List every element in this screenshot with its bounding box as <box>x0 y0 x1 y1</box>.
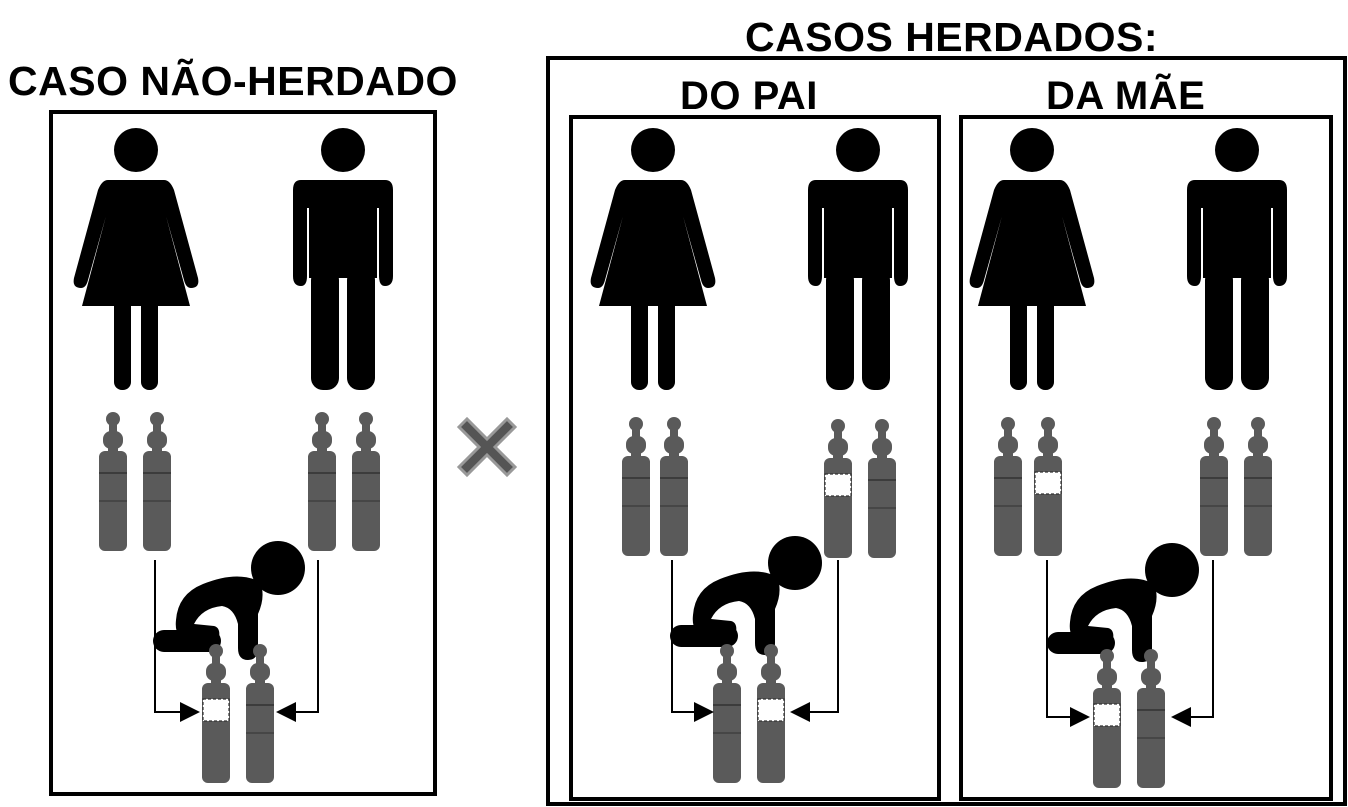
from-father-panel <box>569 115 941 801</box>
chromosome-icon <box>1243 416 1273 557</box>
chromosome-icon <box>823 418 853 559</box>
child-chromosomes <box>201 643 275 784</box>
chromosome-icon <box>659 416 689 557</box>
non-inherited-panel <box>49 110 437 796</box>
man-icon <box>808 128 908 390</box>
woman-icon <box>73 128 199 390</box>
chromosome-icon <box>351 411 381 552</box>
chromosome-icon <box>867 418 897 559</box>
chromosome-icon <box>1092 648 1122 789</box>
inherited-title: CASOS HERDADOS: <box>745 14 1158 60</box>
arrow-icon <box>154 560 200 722</box>
arrow-icon <box>1171 560 1214 727</box>
man-icon <box>1187 128 1287 390</box>
mother-chromosomes <box>621 416 689 557</box>
arrow-icon <box>790 560 839 722</box>
father-chromosomes <box>823 418 897 559</box>
chromosome-icon <box>98 411 128 552</box>
inherited-frame <box>546 56 1347 806</box>
mother-chromosomes <box>993 416 1063 557</box>
child-chromosomes <box>712 643 786 784</box>
chromosome-icon <box>1136 648 1166 789</box>
from-mother-panel <box>959 115 1333 801</box>
chromosome-icon <box>712 643 742 784</box>
non-inherited-title: CASO NÃO-HERDADO <box>8 58 458 104</box>
baby-icon <box>1047 543 1199 662</box>
cross-icon <box>456 416 518 478</box>
chromosome-icon <box>142 411 172 552</box>
chromosome-icon <box>245 643 275 784</box>
arrow-icon <box>671 560 714 722</box>
from-mother-title: DA MÃE <box>1046 74 1206 118</box>
chromosome-icon <box>201 643 231 784</box>
chromosome-icon <box>756 643 786 784</box>
woman-icon <box>969 128 1095 390</box>
baby-icon <box>670 536 822 655</box>
from-father-title: DO PAI <box>680 74 818 118</box>
chromosome-icon <box>1033 416 1063 557</box>
arrow-icon <box>1046 560 1090 727</box>
arrow-icon <box>276 560 319 722</box>
father-chromosomes <box>307 411 381 552</box>
man-icon <box>293 128 393 390</box>
chromosome-icon <box>993 416 1023 557</box>
baby-icon <box>153 541 305 660</box>
chromosome-icon <box>1199 416 1229 557</box>
child-chromosomes <box>1092 648 1166 789</box>
mother-chromosomes <box>98 411 172 552</box>
chromosome-icon <box>621 416 651 557</box>
woman-icon <box>590 128 716 390</box>
chromosome-icon <box>307 411 337 552</box>
father-chromosomes <box>1199 416 1273 557</box>
